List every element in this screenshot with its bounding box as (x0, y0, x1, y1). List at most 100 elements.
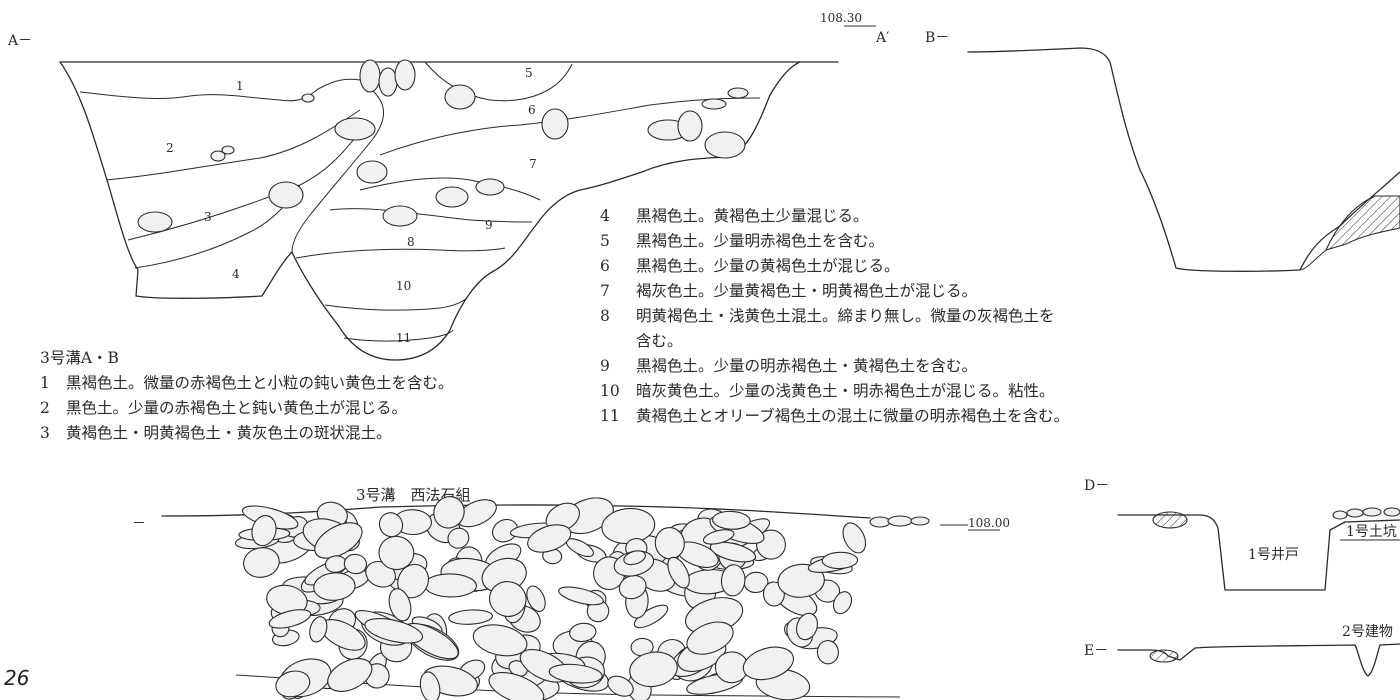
legend-right: 4 黒褐色土。黄褐色土少量混じる。 5 黒褐色土。少量明赤褐色土を含む。 6 黒褐色土… (600, 204, 1069, 429)
legend-num: 3 (40, 424, 50, 442)
stone (712, 510, 751, 530)
stone (447, 527, 470, 549)
marker-d: D－ (1084, 478, 1109, 494)
section-de: D－ 1号井戸 1号土坑 E－ 2号建物 (1084, 478, 1400, 677)
stone (527, 524, 572, 553)
stone (607, 675, 634, 697)
legend-text: 褐灰色土。少量黄褐色土・明黄褐色土が混じる。 (636, 282, 978, 300)
stone (686, 621, 734, 655)
stone (558, 586, 604, 606)
legend-left: 3号溝A・B 1 黒褐色土。微量の赤褐色土と小粒の鈍い黄色土を含む。 2 黒色土。少… (40, 346, 454, 446)
legend-text: 明黄褐色土・浅黄色土混土。締まり無し。微量の灰褐色土を (636, 307, 1055, 325)
legend-text-cont: 含む。 (636, 332, 683, 350)
stone (720, 564, 746, 597)
stone (526, 585, 546, 612)
stone (488, 671, 545, 700)
stone (887, 515, 913, 527)
layer-number: 2 (166, 141, 174, 155)
legend-title: 3号溝A・B (40, 349, 119, 367)
legend-text: 黄褐色土とオリーブ褐色土の混土に微量の明赤褐色土を含む。 (636, 407, 1070, 425)
stone (423, 573, 477, 598)
legend-text: 暗灰黄色土。少量の浅黄色土・明赤褐色土が混じる。粘性。 (636, 382, 1055, 400)
stone (327, 658, 373, 692)
stone (343, 553, 368, 575)
stone (313, 572, 356, 601)
legend-num: 10 (600, 382, 620, 400)
stone (472, 624, 528, 657)
layer-number: 1 (236, 79, 244, 93)
layer-number: 9 (485, 218, 493, 232)
page-number: 26 (4, 666, 30, 690)
legend-num: 5 (600, 232, 610, 250)
layer-number: 11 (396, 331, 411, 345)
stone (489, 581, 527, 617)
stone (667, 556, 690, 589)
building-label: 2号建物 (1342, 624, 1393, 640)
stone (910, 516, 930, 526)
layer-number: 10 (396, 279, 411, 293)
stone (795, 612, 819, 641)
elevation-stone: 108.00 (968, 516, 1010, 530)
stone (869, 516, 891, 528)
stone (268, 609, 312, 629)
legend-text: 黒色土。少量の赤褐色土と鈍い黄色土が混じる。 (66, 399, 408, 417)
stone (832, 591, 853, 615)
legend-text: 黒褐色土。少量明赤褐色土を含む。 (636, 232, 885, 250)
legend-text: 黒褐色土。微量の赤褐色土と小粒の鈍い黄色土を含む。 (66, 374, 454, 392)
marker-a: A－ (7, 33, 32, 49)
stone (378, 512, 404, 538)
stone-section: 3号溝 西法石組 － 108.00 (132, 486, 1010, 700)
stone (623, 550, 646, 566)
layer-number: 5 (525, 66, 533, 80)
stone (548, 663, 603, 684)
stone (709, 541, 757, 563)
layer-number: 4 (232, 267, 240, 281)
layer-number: 3 (204, 210, 212, 224)
well-label: 1号井戸 (1248, 547, 1299, 563)
legend-num: 2 (40, 399, 50, 417)
pit-label: 1号土坑 (1346, 524, 1397, 540)
marker-e: E－ (1084, 643, 1108, 659)
stone (419, 671, 441, 700)
marker-a-prime: A′ (875, 30, 889, 46)
stone (448, 609, 494, 625)
elevation-ab: 108.30 (820, 11, 862, 25)
stone (777, 563, 825, 598)
layer-number: 8 (407, 235, 415, 249)
stone (275, 670, 311, 698)
legend-text: 黒褐色土。少量の黄褐色土が混じる。 (636, 257, 900, 275)
legend-num: 6 (600, 257, 610, 275)
legend-num: 7 (600, 282, 610, 300)
stone (629, 651, 678, 688)
stone (364, 618, 424, 644)
marker-b: B－ (925, 30, 949, 46)
stone-section-marker: － (132, 516, 146, 532)
section-b-profile (967, 47, 1400, 272)
legend-text: 黒褐色土。黄褐色土少量混じる。 (636, 207, 869, 225)
legend-num: 4 (600, 207, 610, 225)
stone (314, 522, 363, 559)
stone (433, 496, 465, 529)
stone (842, 522, 867, 554)
legend-text: 黒褐色土。少量の明赤褐色土・黄褐色土を含む。 (636, 357, 978, 375)
layer-number: 7 (529, 157, 537, 171)
stone (633, 604, 669, 629)
legend-num: 1 (40, 374, 50, 392)
section-ab-profile: 1 2 3 4 5 6 7 8 9 10 11 (59, 59, 839, 361)
legend-num: 11 (600, 407, 620, 425)
stone (702, 529, 735, 545)
stone (251, 515, 277, 547)
stone (821, 551, 859, 570)
stone (569, 622, 597, 643)
stone (388, 588, 412, 622)
legend-text: 黄褐色土・明黄褐色土・黄灰色土の斑状混土。 (66, 424, 392, 442)
stone (816, 640, 839, 665)
stone (492, 518, 518, 543)
stone (243, 547, 280, 578)
layer-number: 6 (528, 103, 536, 117)
legend-num: 9 (600, 357, 610, 375)
stone (742, 646, 794, 681)
stone (378, 535, 415, 571)
stone (309, 616, 328, 643)
